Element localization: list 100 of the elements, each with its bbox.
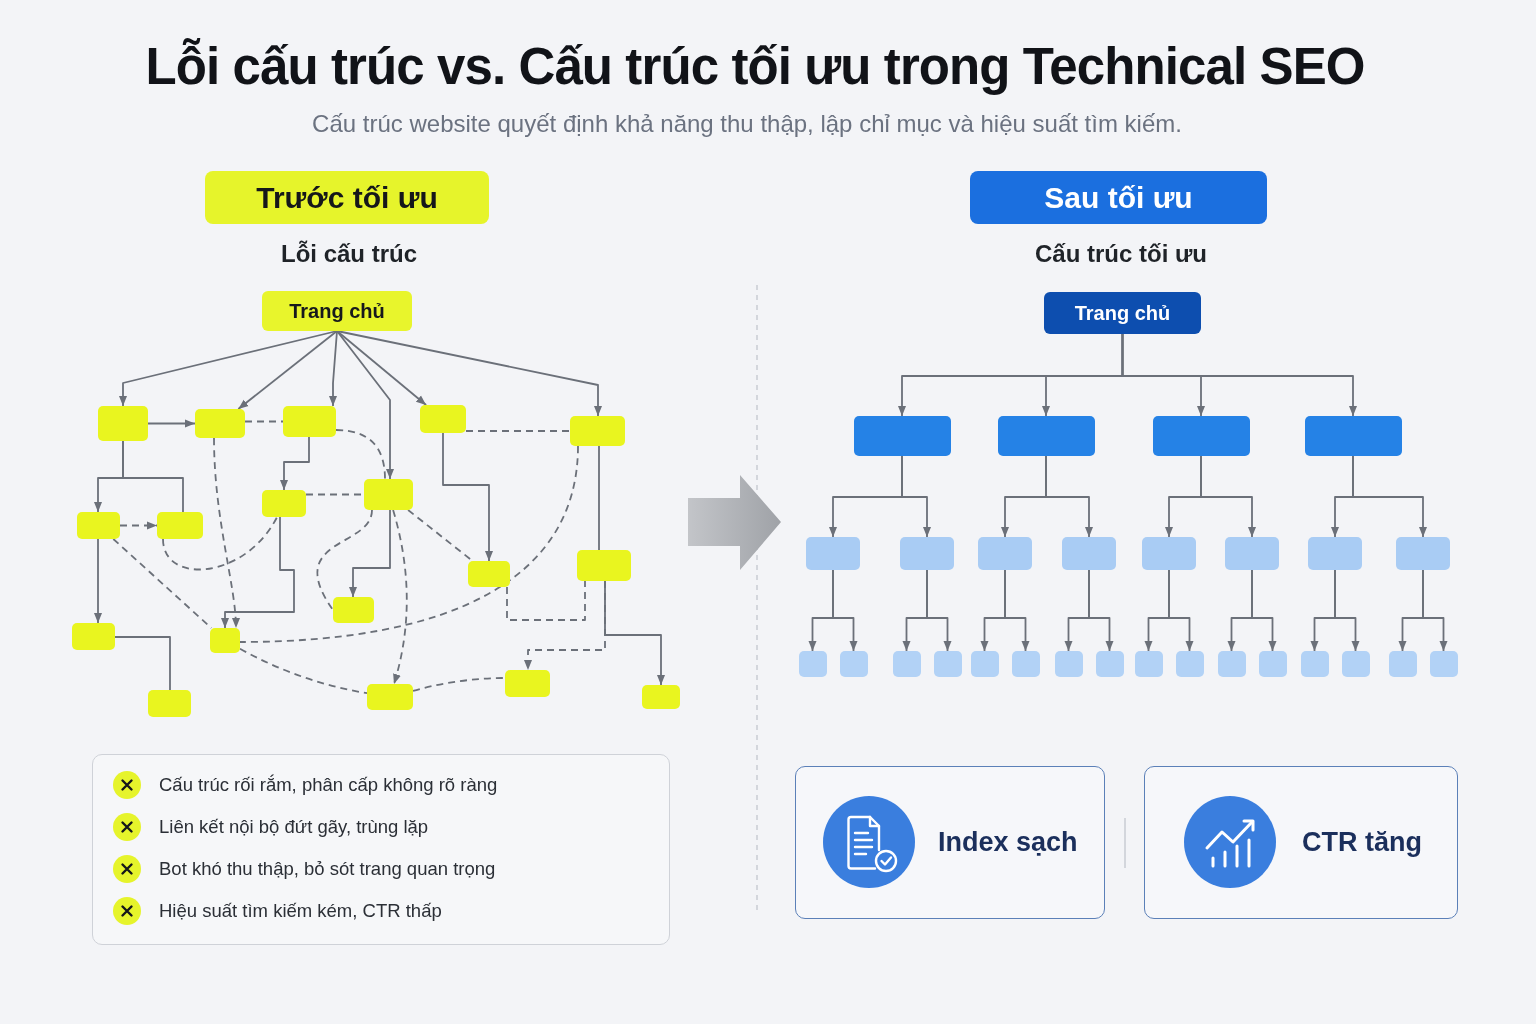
subcategory-node xyxy=(1308,537,1362,570)
arrow xyxy=(1045,455,1093,538)
page-node xyxy=(364,479,413,510)
subcategory-node xyxy=(1225,537,1279,570)
page-node xyxy=(195,409,245,438)
arrow xyxy=(1422,569,1448,652)
page-node xyxy=(148,690,191,717)
dashed-arrow xyxy=(392,509,408,685)
page-node xyxy=(1011,651,1040,677)
page-node xyxy=(1134,651,1163,677)
page-node xyxy=(505,670,550,697)
dashed-link-line xyxy=(239,647,368,695)
result-label: Index sạch xyxy=(938,826,1078,858)
arrow xyxy=(926,569,952,652)
page-node xyxy=(892,651,921,677)
page-node xyxy=(262,490,306,517)
page-node xyxy=(72,623,115,650)
section-tag: Trước tối ưu xyxy=(205,171,489,224)
dashed-arrow xyxy=(119,521,158,530)
arrow xyxy=(1334,569,1360,652)
section-heading: Lỗi cấu trúc xyxy=(281,240,417,269)
category-node xyxy=(1152,416,1250,456)
dashed-link-line xyxy=(335,429,386,480)
dashed-link-line xyxy=(316,509,373,611)
page-node xyxy=(1054,651,1083,677)
page-node xyxy=(839,651,868,677)
dashed-arrow xyxy=(524,580,606,671)
section-heading: Cấu trúc tối ưu xyxy=(1035,240,1207,269)
subcategory-node xyxy=(1142,537,1196,570)
arrow xyxy=(1004,569,1030,652)
page-node xyxy=(77,512,120,539)
subcategory-node xyxy=(978,537,1032,570)
page-node xyxy=(570,416,625,446)
dashed-link-line xyxy=(244,420,284,423)
page-node xyxy=(1175,651,1204,677)
page-node xyxy=(577,550,631,581)
arrow xyxy=(1168,569,1194,652)
page-node xyxy=(933,651,962,677)
subcategory-node xyxy=(806,537,860,570)
page-node xyxy=(98,406,148,441)
homepage-node: Trang chủ xyxy=(262,291,412,331)
issue-text: Hiệu suất tìm kiếm kém, CTR thấp xyxy=(159,900,442,922)
page-node xyxy=(1429,651,1458,677)
dashed-link-line xyxy=(465,430,571,432)
issue-text: Liên kết nội bộ đứt gãy, trùng lặp xyxy=(159,816,429,838)
page-node xyxy=(333,597,374,623)
dashed-link-line xyxy=(162,516,278,571)
subtitle: Cấu trúc website quyết định khả năng thu thập, lập chỉ mục và hiệu suất tìm kiếm. xyxy=(312,110,1182,139)
result-card xyxy=(1144,766,1458,919)
page-node xyxy=(283,406,336,437)
subcategory-node xyxy=(1396,537,1450,570)
link-line xyxy=(114,636,171,691)
arrow xyxy=(1251,569,1277,652)
dashed-link-line xyxy=(412,677,506,692)
title: Lỗi cấu trúc vs. Cấu trúc tối ưu trong Technical SEO xyxy=(145,38,1365,97)
page-node xyxy=(1095,651,1124,677)
link-line xyxy=(122,440,184,513)
page-node xyxy=(367,684,413,710)
subcategory-node xyxy=(1062,537,1116,570)
page-node xyxy=(1300,651,1329,677)
page-node xyxy=(1388,651,1417,677)
link-line xyxy=(598,445,600,551)
dashed-link-line xyxy=(112,538,213,629)
page-node xyxy=(1258,651,1287,677)
arrow xyxy=(1200,455,1256,538)
arrow xyxy=(349,509,391,598)
arrow xyxy=(901,455,931,538)
issue-text: Cấu trúc rối rắm, phân cấp không rõ ràng xyxy=(159,774,498,796)
arrow xyxy=(1352,455,1427,538)
arrow xyxy=(94,538,102,624)
issue-text: Bot khó thu thập, bỏ sót trang quan trọng xyxy=(159,858,496,880)
arrow xyxy=(119,330,338,407)
category-node xyxy=(1304,416,1402,456)
arrow xyxy=(1088,569,1114,652)
arrow xyxy=(1121,333,1357,417)
page-node xyxy=(642,685,680,709)
arrow xyxy=(221,516,295,629)
page-node xyxy=(970,651,999,677)
page-node xyxy=(420,405,466,433)
dashed-link-line xyxy=(239,445,579,643)
page-node xyxy=(1217,651,1246,677)
dashed-link-line xyxy=(506,580,586,621)
result-label: CTR tăng xyxy=(1302,826,1422,858)
arrow xyxy=(336,330,394,480)
section-tag: Sau tối ưu xyxy=(970,171,1267,224)
arrow xyxy=(442,432,493,562)
page-node xyxy=(468,561,510,587)
arrow xyxy=(329,330,338,407)
arrow xyxy=(336,330,602,417)
arrow xyxy=(237,330,338,410)
dashed-arrow xyxy=(213,437,240,629)
homepage-node: Trang chủ xyxy=(1044,292,1201,334)
page-node xyxy=(210,628,240,653)
result-card xyxy=(795,766,1105,919)
category-node xyxy=(853,416,951,456)
page-node xyxy=(798,651,827,677)
issues-panel xyxy=(92,754,670,945)
subcategory-node xyxy=(900,537,954,570)
category-node xyxy=(997,416,1095,456)
arrow xyxy=(832,569,858,652)
